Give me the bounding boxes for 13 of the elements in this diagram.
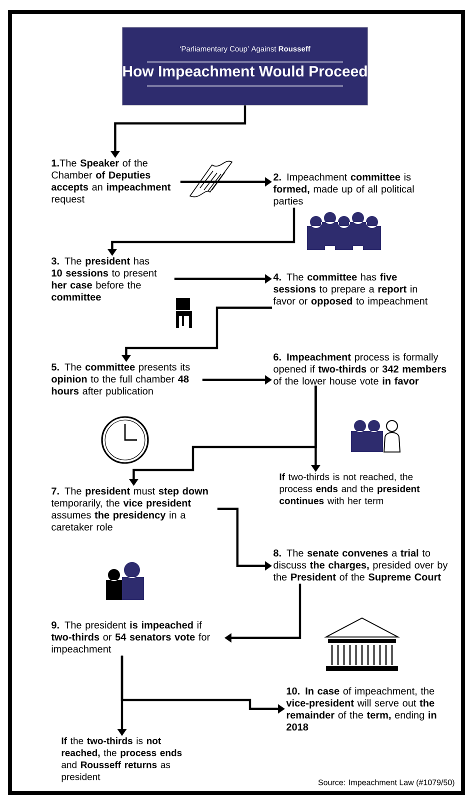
step-text: If two-thirds is not reached, the process ends and the president continues with her term [280,473,420,504]
step-text: 9. The president is impeached if two-thirds or 54 senators vote for impeachment [51,621,210,655]
step-text: 1.The Speaker of the Chamber of Deputies accepts an impeachment request [52,159,171,205]
step-text: 4. The committee has five sessions to prepare a report in favor or opposed to impeachment [273,273,428,307]
step-text: 3. The president has 10 sessions to present her case before the committee [51,257,157,301]
step-text: 8. The senate convenes a trial to discuss the charges, presided over by the President of the Supreme Court [273,549,448,583]
step-text: 7. The president must step down temporarily, the vice president assumes the presidency in a caretaker role [51,487,208,531]
step-text: 6. Impeachment process is formally opened if two-thirds or 342 members of the lower house vote in favor [274,353,446,385]
step-text: 5. The committee presents its opinion to the full chamber 48 hours after publication [52,363,190,397]
step-text: 2. Impeachment committee is formed, made up of all political parties [273,173,414,207]
step-text: If the two-thirds is not reached, the process ends and Rousseff returns as president [62,737,182,782]
step-text: 10. In case of impeachment, the vice-president will serve out the remainder of the term, ending in 2018 [286,687,436,731]
source-note: Source: Impeachment Law (#1079/50) [318,779,454,787]
